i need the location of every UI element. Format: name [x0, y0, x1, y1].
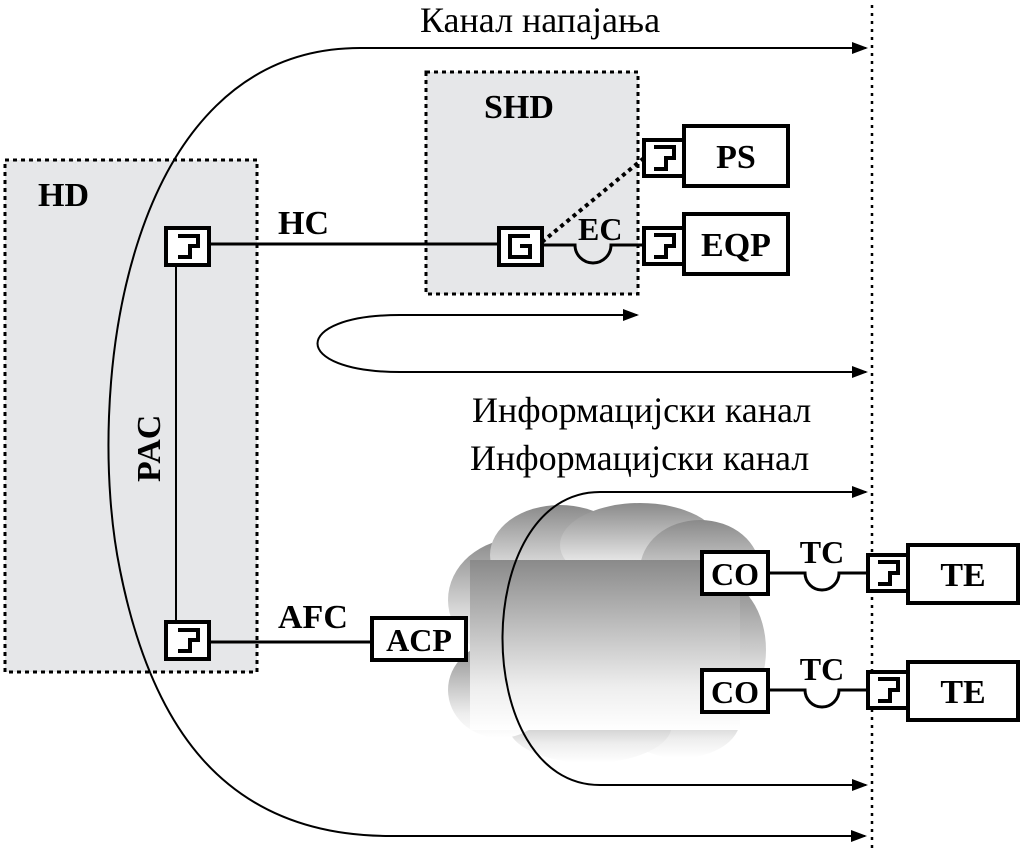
afc-label: AFC — [278, 599, 348, 636]
shd-socket-icon — [497, 226, 544, 267]
pac-label: PAC — [131, 415, 168, 482]
te-label-2: TE — [940, 674, 985, 711]
ec-label: EC — [578, 211, 622, 247]
hc-label: HC — [278, 205, 329, 242]
tc-link-1 — [768, 571, 868, 592]
te-label-1: TE — [940, 557, 985, 594]
info-channel-label-2: Информацијски канал — [470, 438, 809, 478]
info-channel-curve — [501, 491, 868, 791]
power-channel-curve — [107, 47, 867, 842]
te-box-2 — [906, 660, 1020, 722]
te2-socket-icon — [866, 670, 910, 710]
co-box-1 — [700, 550, 770, 596]
hd-hc-socket-icon — [164, 226, 211, 267]
network-cloud — [448, 503, 766, 763]
te1-socket-icon — [866, 553, 910, 593]
hd-label: HD — [38, 177, 89, 214]
tc-label-2: TC — [800, 651, 844, 687]
power-channel-label: Канал напајања — [420, 0, 660, 40]
hd-afc-socket-icon — [164, 620, 211, 661]
ps-socket-icon — [642, 138, 686, 178]
eqp-label: EQP — [701, 227, 771, 264]
tc-label-1: TC — [800, 534, 844, 570]
shd-label: SHD — [484, 89, 554, 126]
eqp-socket-icon — [642, 226, 686, 266]
ec-link — [542, 243, 645, 265]
shd-ps-dotted-link — [540, 156, 646, 244]
ps-box — [682, 124, 790, 188]
co-label-1: CO — [711, 556, 759, 592]
loop-curve — [316, 314, 868, 378]
te-box-1 — [906, 543, 1020, 605]
acp-label: ACP — [386, 622, 452, 658]
co-label-2: CO — [711, 674, 759, 710]
acp-box — [370, 616, 468, 662]
info-channel-label-1: Информацијски канал — [472, 390, 811, 430]
eqp-box — [682, 212, 790, 276]
co-box-2 — [700, 668, 770, 714]
tc-link-2 — [768, 688, 868, 709]
ps-label: PS — [716, 139, 756, 176]
